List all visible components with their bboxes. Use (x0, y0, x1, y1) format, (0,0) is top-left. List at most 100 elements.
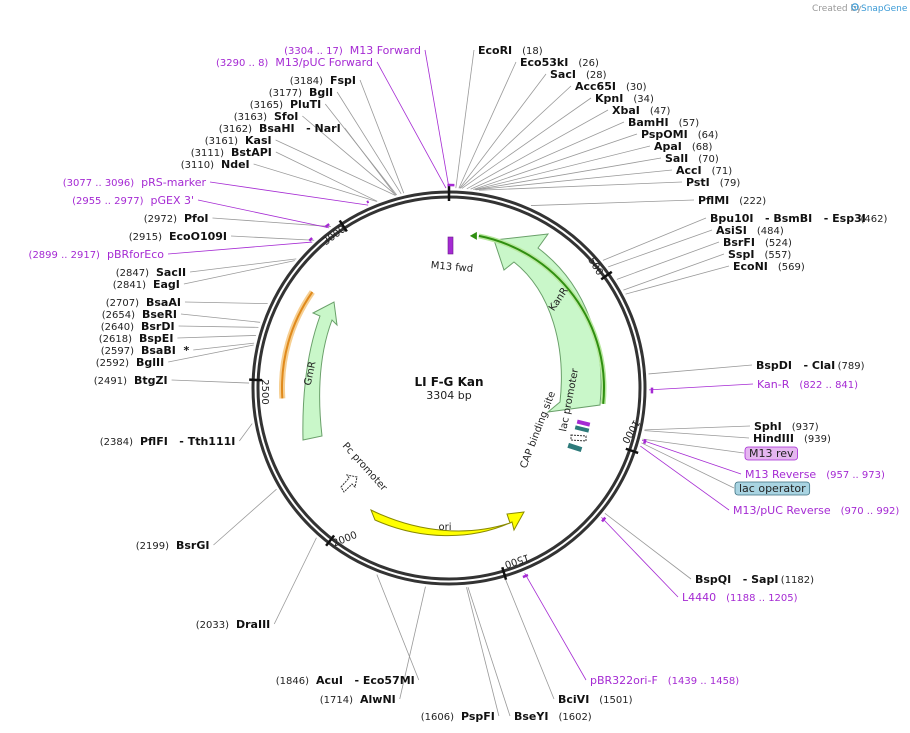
site-pspomi[interactable]: PspOMI(64) (641, 128, 718, 141)
site-sspi[interactable]: SspI(557) (728, 248, 791, 261)
site-leader-line (183, 260, 295, 285)
site-leader-line (467, 586, 511, 717)
site-position: (3163) (234, 112, 267, 123)
site-kasi[interactable]: (3161)KasI (205, 134, 272, 147)
site-pflfi[interactable]: (2384)PflFI - Tth111I (100, 435, 236, 448)
site-acci[interactable]: AccI(71) (676, 164, 732, 177)
site-ecoo109i[interactable]: (2915)EcoO109I (129, 230, 227, 243)
primer-leader-line (524, 572, 587, 681)
site-econi[interactable]: EcoNI(569) (733, 260, 805, 273)
site-bsrgi[interactable]: (2199)BsrGI (136, 539, 210, 552)
site-name: Eco53kI (520, 56, 568, 69)
m13-fwd-marker[interactable] (447, 236, 454, 255)
site-name: BseRI (142, 308, 177, 321)
site-name: Bpu10I - BsmBI - Esp3I (710, 212, 866, 225)
site-sali[interactable]: SalI(70) (665, 152, 719, 165)
feature-m13-rev[interactable]: M13 rev (744, 446, 798, 461)
site-sphi[interactable]: SphI(937) (754, 420, 819, 433)
site-bgli[interactable]: (3177)BglI (269, 86, 333, 99)
site-asisi[interactable]: AsiSI(484) (716, 224, 784, 237)
site-pflmi[interactable]: PflMI(222) (698, 194, 766, 207)
site-ecori[interactable]: EcoRI(18) (478, 44, 543, 57)
site-fspi[interactable]: (3184)FspI (290, 74, 356, 87)
site-bspqi[interactable]: BspQI - SapI(1182) (695, 573, 814, 586)
site-pspfi[interactable]: (1606)PspFI (421, 710, 495, 723)
primer-position: (2955 .. 2977) (72, 196, 144, 207)
site-bglii[interactable]: (2592)BglII (96, 356, 164, 369)
feature-lac-operator[interactable]: lac operator (734, 481, 811, 496)
gmr-feature-arrow[interactable] (302, 301, 338, 441)
site-hindiii[interactable]: HindIII(939) (753, 432, 831, 445)
site-pluti[interactable]: (3165)PluTI (250, 98, 322, 111)
lac-operator-marker[interactable] (574, 425, 590, 433)
site-sfoi[interactable]: (3163)SfoI (234, 110, 299, 123)
site-name: PfoI (184, 212, 209, 225)
primer-leader-line (640, 445, 730, 511)
site-bseyi[interactable]: BseYI(1602) (514, 710, 592, 723)
primer-position: (1439 .. 1458) (668, 676, 740, 687)
site-position: (71) (712, 166, 733, 177)
site-bsahi[interactable]: (3162)BsaHI - NarI (219, 122, 341, 135)
site-bspei[interactable]: (2618)BspEI (99, 332, 174, 345)
site-bpu10i[interactable]: Bpu10I - BsmBI - Esp3I(462) (710, 212, 887, 225)
site-bsrfi[interactable]: BsrFI(524) (723, 236, 792, 249)
site-pfoi[interactable]: (2972)PfoI (144, 212, 209, 225)
site-labels: EcoRI(18)Eco53kI(26)SacI(28)Acc65I(30)Kp… (29, 44, 900, 723)
site-kpni[interactable]: KpnI(34) (595, 92, 654, 105)
m13-rev-marker[interactable] (576, 419, 591, 427)
site-name: SalI (665, 152, 688, 165)
site-sacii[interactable]: (2847)SacII (116, 266, 186, 279)
site-leader-line (623, 253, 725, 291)
site-btgzi[interactable]: (2491) BtgZI (94, 374, 168, 387)
site-leader-line (253, 163, 377, 202)
site-acui[interactable]: (1846)AcuI - Eco57MI (276, 674, 415, 687)
site-bspdi[interactable]: BspDI - ClaI(789) (756, 359, 865, 372)
gmr-orf-arc[interactable] (281, 291, 314, 399)
site-psti[interactable]: PstI(79) (686, 176, 740, 189)
primer-m13-puc-forward[interactable]: M13/pUC Forward(3290 .. 8) (216, 56, 373, 69)
primer-l4440[interactable]: L4440(1188 .. 1205) (682, 591, 798, 604)
site-name: BtgZI (134, 374, 168, 387)
site-bsrdi[interactable]: (2640)BsrDI (101, 320, 175, 333)
site-position: (2847) (116, 268, 149, 279)
site-ndei[interactable]: (3110)NdeI (181, 158, 250, 171)
site-saci[interactable]: SacI(28) (550, 68, 607, 81)
site-apai[interactable]: ApaI(68) (654, 140, 713, 153)
site-bsabi[interactable]: (2597)BsaBI * (101, 344, 190, 357)
site-name: BsrDI (141, 320, 175, 333)
primer-m13-forward[interactable]: M13 Forward(3304 .. 17) (284, 44, 421, 57)
site-alwni[interactable]: (1714)AlwNI (320, 693, 396, 706)
cap-site-marker[interactable] (567, 442, 583, 453)
primer-name: L4440 (682, 591, 716, 604)
site-bamhi[interactable]: BamHI(57) (628, 116, 699, 129)
site-position: (557) (764, 250, 791, 261)
site-bstapi[interactable]: (3111)BstAPI (191, 146, 272, 159)
ori-feature-arrow[interactable] (370, 508, 525, 537)
site-draiii[interactable]: (2033)DraIII (196, 618, 271, 631)
tick-mark (625, 447, 639, 455)
kanr-orf-arc[interactable] (478, 234, 605, 404)
primer-prs-marker[interactable]: pRS-marker(3077 .. 3096) (63, 176, 207, 189)
site-eco53ki[interactable]: Eco53kI(26) (520, 56, 599, 69)
site-bcivi[interactable]: BciVI(1501) (558, 693, 633, 706)
primer-name: Kan-R (757, 378, 790, 391)
primer-pgex-3[interactable]: pGEX 3'(2955 .. 2977) (72, 194, 194, 207)
feature-box (734, 481, 811, 496)
site-bsaai[interactable]: (2707)BsaAI (106, 296, 181, 309)
site-leader-line (239, 423, 253, 442)
site-bseri[interactable]: (2654)BseRI (102, 308, 177, 321)
site-acc65i[interactable]: Acc65I(30) (575, 80, 647, 93)
site-eagi[interactable]: (2841)EagI (113, 278, 180, 291)
site-leader-line (530, 199, 695, 206)
pc-promoter-marker[interactable] (340, 474, 358, 493)
primer-m13-reverse[interactable]: M13 Reverse(957 .. 973) (745, 468, 885, 481)
primer-kan-r[interactable]: Kan-R(822 .. 841) (757, 378, 858, 391)
site-xbai[interactable]: XbaI(47) (612, 104, 671, 117)
lac-promoter-marker[interactable] (570, 434, 587, 442)
primer-m13-puc-reverse[interactable]: M13/pUC Reverse(970 .. 992) (733, 504, 899, 517)
site-position: (2491) (94, 376, 127, 387)
features-layer (279, 183, 654, 579)
site-leader-line (324, 103, 398, 196)
primer-pbr322ori-f[interactable]: pBR322ori-F(1439 .. 1458) (590, 674, 739, 687)
primer-pbrforeco[interactable]: pBRforEco(2899 .. 2917) (29, 248, 165, 261)
